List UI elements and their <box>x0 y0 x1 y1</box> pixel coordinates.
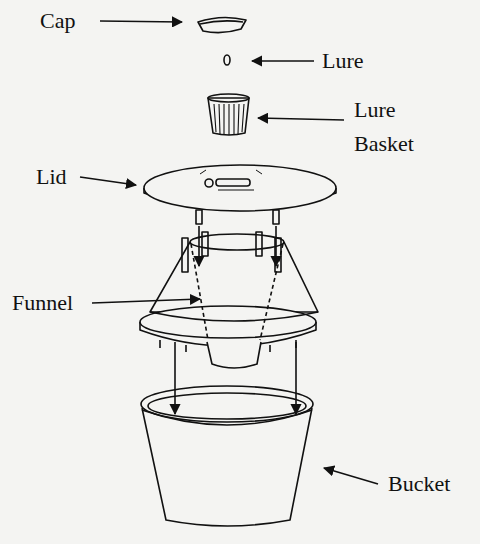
assembly-arrow <box>198 226 200 266</box>
lure-part <box>224 55 230 65</box>
leader-arrow <box>100 21 182 22</box>
bucket-part <box>142 408 312 526</box>
lid-part <box>216 179 250 186</box>
funnel-part <box>150 242 318 312</box>
lure-basket-part <box>208 94 249 102</box>
funnel-part <box>191 244 283 340</box>
part-label: Lure <box>322 44 364 78</box>
bucket-part <box>141 386 313 422</box>
funnel-part <box>190 234 284 250</box>
lid-part <box>205 179 213 187</box>
lid-part <box>200 170 262 190</box>
assembly-arrow <box>275 226 277 266</box>
assembly-arrow <box>174 342 176 414</box>
funnel-part <box>150 312 318 321</box>
leader-arrow <box>258 118 344 120</box>
part-label: Cap <box>40 4 75 38</box>
lure-basket-part <box>214 104 244 135</box>
funnel-part <box>207 342 261 368</box>
part-label: Bucket <box>388 467 450 501</box>
leader-arrow <box>92 299 200 303</box>
leader-arrow <box>324 468 378 484</box>
assembly-arrow <box>295 342 297 414</box>
bucket-part <box>148 393 306 419</box>
funnel-part <box>140 306 316 338</box>
leader-arrow <box>252 60 314 62</box>
part-label: Lid <box>36 160 67 194</box>
leader-arrow <box>80 177 136 185</box>
lid-peg <box>273 210 279 224</box>
part-label: Lure Basket <box>354 93 440 161</box>
cap-part <box>198 17 246 32</box>
lure-basket-part <box>208 98 249 135</box>
part-label: Funnel <box>12 286 73 320</box>
cap-part <box>200 21 243 24</box>
lid-part <box>144 165 336 211</box>
bucket-part <box>142 410 312 425</box>
lid-peg <box>196 210 202 224</box>
